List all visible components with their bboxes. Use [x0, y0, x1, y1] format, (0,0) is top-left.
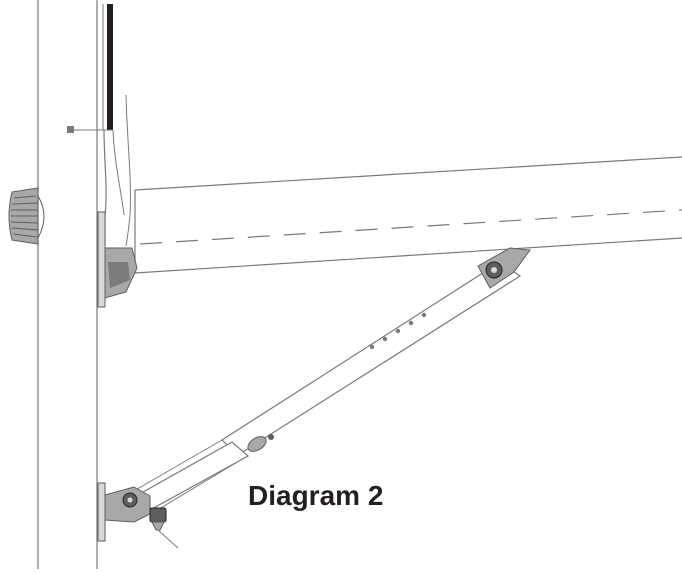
arm-lock-clamp [247, 434, 274, 452]
adjust-hole [395, 328, 401, 334]
adjust-hole [408, 320, 414, 326]
telescopic-support-arm [131, 261, 522, 513]
upper-wall-bracket [97, 211, 138, 308]
thumb-screw-icon [149, 507, 179, 549]
upper-pivot-joint [477, 247, 531, 289]
fabric-curve-inner [125, 94, 131, 247]
marker-square [67, 126, 74, 133]
adjust-hole [421, 312, 427, 318]
adjust-hole [369, 344, 375, 350]
diagram-caption: Diagram 2 [248, 480, 384, 511]
fabric-curve-outer [112, 129, 125, 216]
vertical-rod [107, 4, 113, 130]
adjust-hole [382, 336, 388, 342]
wall-mount-bracket [97, 482, 151, 542]
awning-roller-bar [134, 156, 682, 274]
dial-knob-icon [8, 187, 45, 245]
